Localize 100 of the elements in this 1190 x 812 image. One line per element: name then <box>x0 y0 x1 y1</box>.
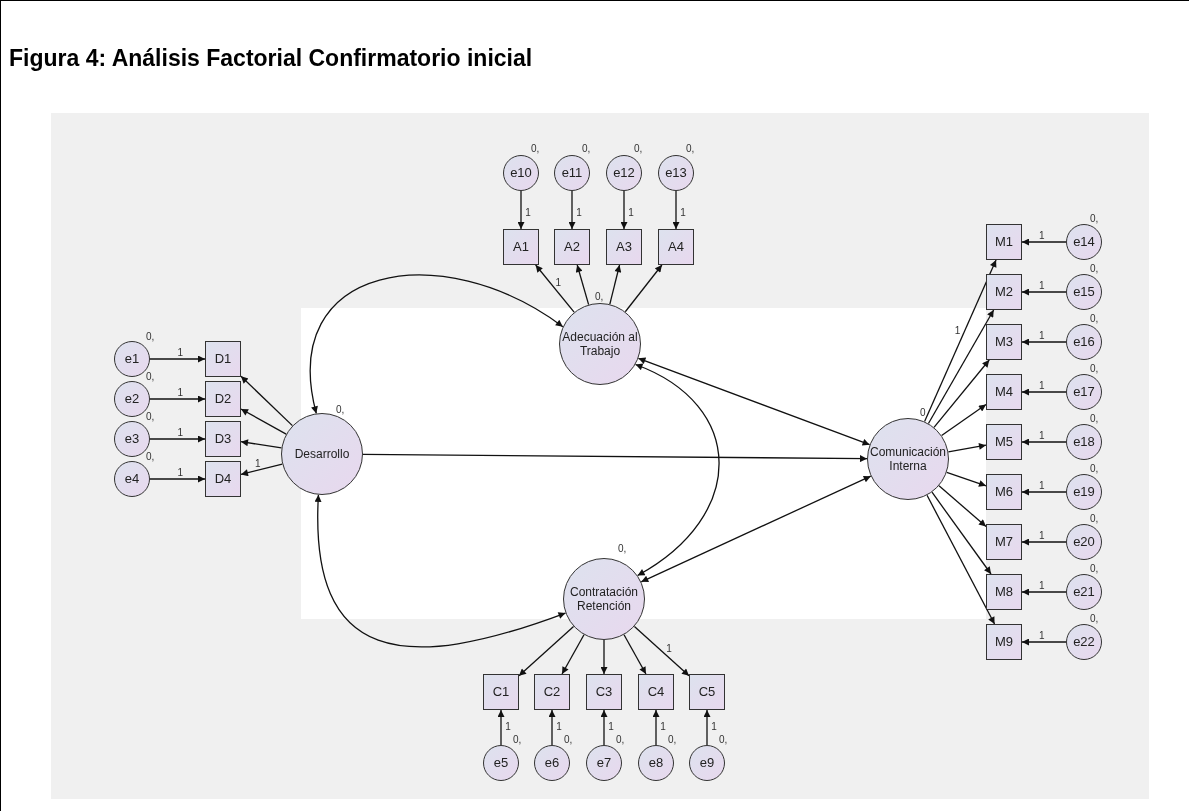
arrow <box>1021 338 1067 346</box>
node-label: e14 <box>1072 234 1096 250</box>
node-label: M3 <box>993 334 1015 350</box>
node-label: M9 <box>993 634 1015 650</box>
arrow <box>517 190 525 230</box>
observed-variable-box <box>503 229 539 265</box>
edge-label: 1 <box>1039 629 1045 641</box>
edge-label: 1 <box>177 466 184 478</box>
node-label: C1 <box>491 684 511 700</box>
arrow <box>923 259 997 423</box>
node-label: D1 <box>213 351 233 367</box>
arrow <box>518 625 575 677</box>
arrow <box>931 491 992 575</box>
node-label: M5 <box>993 434 1015 450</box>
arrow <box>535 264 575 313</box>
observed-variable-box <box>689 674 725 710</box>
arrow <box>568 190 576 230</box>
arrow <box>240 375 294 427</box>
edge-label: 1 <box>1039 279 1045 291</box>
observed-variable-box <box>205 341 241 377</box>
double-arrow <box>309 274 564 415</box>
edge-label: 1 <box>954 324 961 336</box>
observed-variable-box <box>483 674 519 710</box>
node-label: e22 <box>1072 634 1096 650</box>
arrow <box>623 634 647 675</box>
arrow <box>362 453 868 463</box>
figure-title: Figura 4: Análisis Factorial Confirmatorio inicial <box>9 45 533 72</box>
edge-label: 1 <box>576 206 582 218</box>
node-label: D3 <box>213 431 233 447</box>
arrow <box>946 471 987 487</box>
observed-variable-box <box>658 229 694 265</box>
edge-label: 1 <box>680 206 686 218</box>
edge-label: 1 <box>666 642 672 654</box>
node-label: e9 <box>698 755 716 771</box>
arrow <box>149 395 206 403</box>
observed-variable-box <box>638 674 674 710</box>
observed-variable-box <box>586 674 622 710</box>
observed-variable-box <box>986 524 1022 560</box>
observed-variable-box <box>986 324 1022 360</box>
node-label: D2 <box>213 391 233 407</box>
node-label: C2 <box>542 684 562 700</box>
arrow <box>672 190 680 230</box>
variance-label: 0, <box>1090 263 1099 274</box>
observed-variable-box <box>986 424 1022 460</box>
arrow <box>703 709 711 746</box>
arrow <box>620 190 628 230</box>
arrow <box>933 359 990 428</box>
observed-variable-box <box>986 274 1022 310</box>
variance-label: 0, <box>1090 513 1099 524</box>
variance-label: 0, <box>146 411 155 422</box>
variance-label: 0, <box>1090 613 1099 624</box>
node-label: e3 <box>123 431 141 447</box>
node-label: A4 <box>667 239 685 255</box>
node-label: M6 <box>993 484 1015 500</box>
arrow <box>947 442 987 453</box>
edge-label: 1 <box>505 720 511 732</box>
node-label: Desarrollo <box>293 446 351 462</box>
edge-label: 1 <box>555 276 562 288</box>
double-arrow <box>637 357 871 446</box>
variance-label: 0 <box>920 407 926 418</box>
variance-label: 0, <box>668 734 677 745</box>
arrow <box>938 485 987 528</box>
arrow <box>1021 438 1067 446</box>
observed-variable-box <box>986 574 1022 610</box>
observed-variable-box <box>986 624 1022 660</box>
arrow <box>633 625 690 677</box>
edge-label: 1 <box>628 206 634 218</box>
edge-label: 1 <box>1039 379 1045 391</box>
edge-label: 1 <box>660 720 666 732</box>
node-label: e16 <box>1072 334 1096 350</box>
node-label: M2 <box>993 284 1015 300</box>
node-label: e20 <box>1072 534 1096 550</box>
arrow <box>240 439 283 449</box>
edge-label: 1 <box>177 386 184 398</box>
edge-label: 1 <box>1039 579 1045 591</box>
variance-label: 0, <box>686 143 695 154</box>
node-label: e4 <box>123 471 141 487</box>
arrow <box>624 264 663 313</box>
variance-label: 0, <box>1090 563 1099 574</box>
node-label: C3 <box>594 684 614 700</box>
node-label: M4 <box>993 384 1015 400</box>
arrow <box>497 709 505 746</box>
observed-variable-box <box>986 474 1022 510</box>
edge-label: 1 <box>556 720 562 732</box>
variance-label: 0, <box>513 734 522 745</box>
observed-variable-box <box>554 229 590 265</box>
edge-label: 1 <box>177 346 184 358</box>
arrow <box>927 309 995 425</box>
edge-label: 1 <box>1039 529 1045 541</box>
arrow <box>600 639 608 675</box>
variance-label: 0, <box>564 734 573 745</box>
edge-label: 1 <box>525 206 531 218</box>
variance-label: 0, <box>1090 213 1099 224</box>
variance-label: 0, <box>146 451 155 462</box>
arrow <box>1021 238 1067 246</box>
arrow <box>652 709 660 746</box>
arrow <box>1021 588 1067 596</box>
observed-variable-box <box>986 224 1022 260</box>
node-label: A2 <box>563 239 581 255</box>
variance-label: 0, <box>1090 463 1099 474</box>
